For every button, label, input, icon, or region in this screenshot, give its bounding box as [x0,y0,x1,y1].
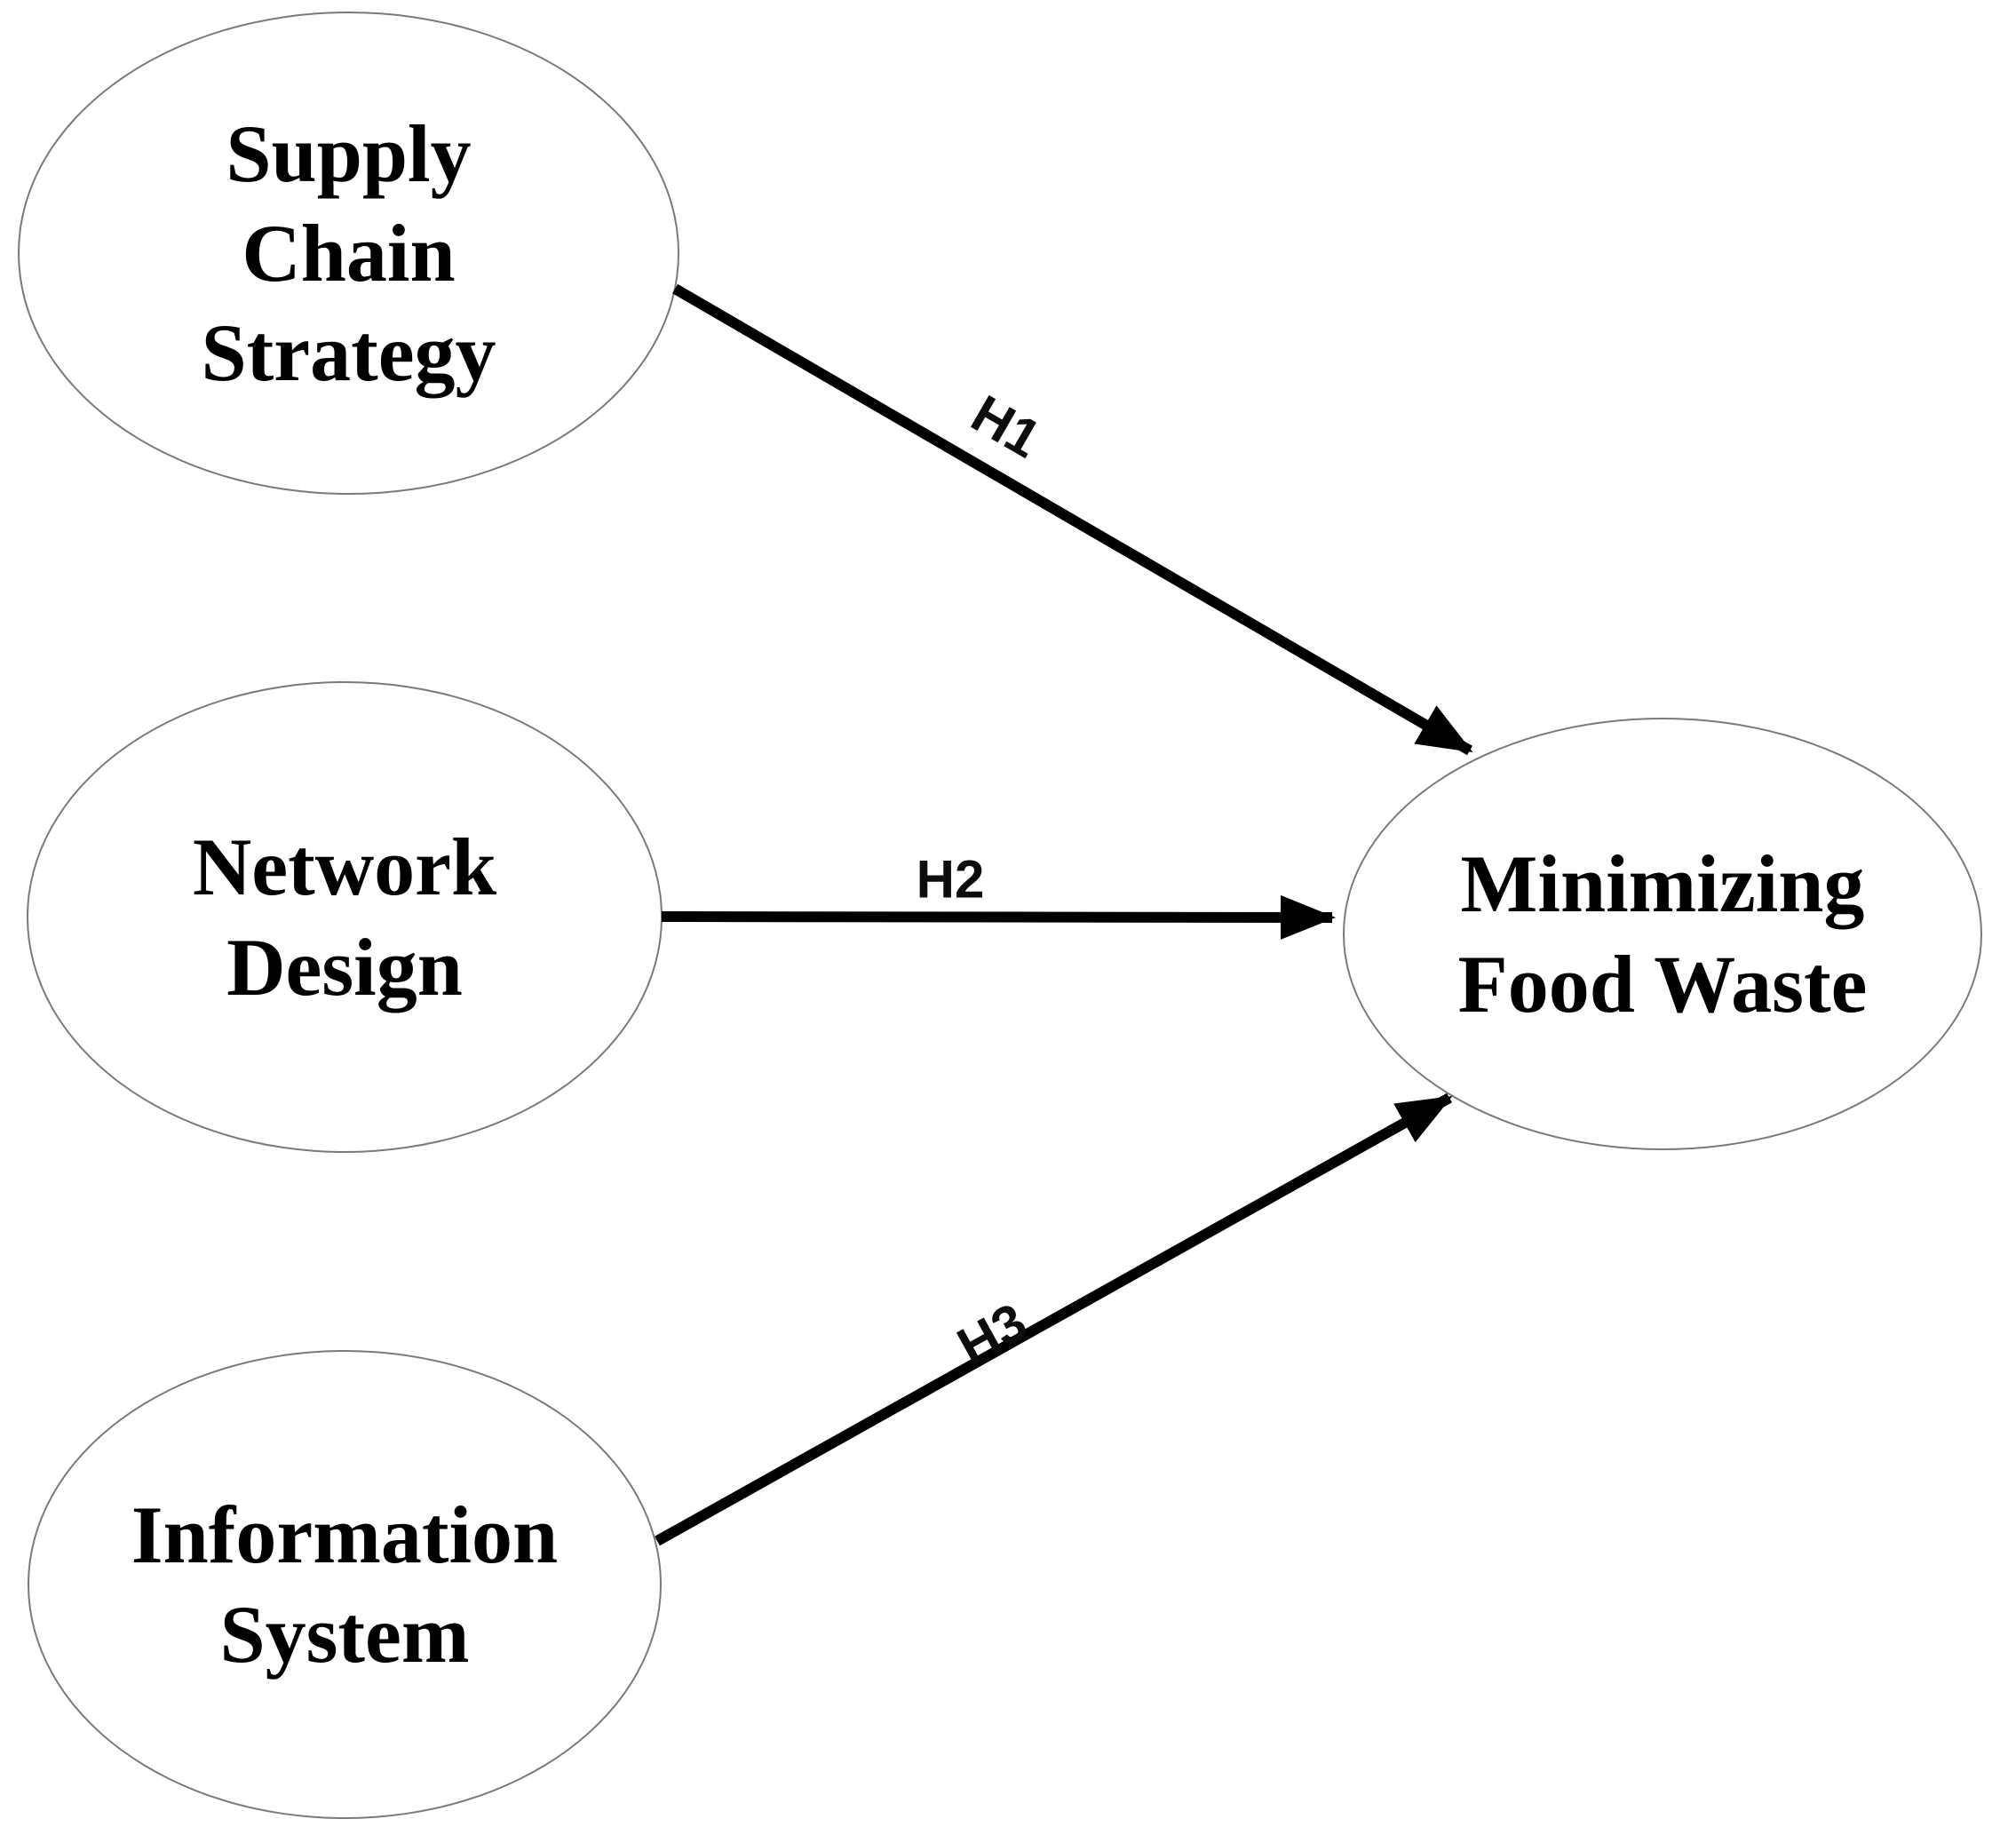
node-information-system: Information System [28,1350,662,1819]
node-label-information-system: Information System [131,1489,559,1680]
arrow-h1 [671,283,1473,756]
arrow-h3 [655,1092,1453,1546]
node-label-minimizing-food-waste: Minimizing Food Waste [1457,838,1868,1029]
arrow-h2 [661,894,1336,940]
node-label-supply-chain-strategy: Supply Chain Strategy [201,107,496,399]
node-minimizing-food-waste: Minimizing Food Waste [1343,718,1982,1150]
node-supply-chain-strategy: Supply Chain Strategy [18,12,679,495]
node-network-design: Network Design [27,681,663,1153]
edge-label-h2: H2 [916,849,985,910]
node-label-network-design: Network Design [192,822,497,1013]
